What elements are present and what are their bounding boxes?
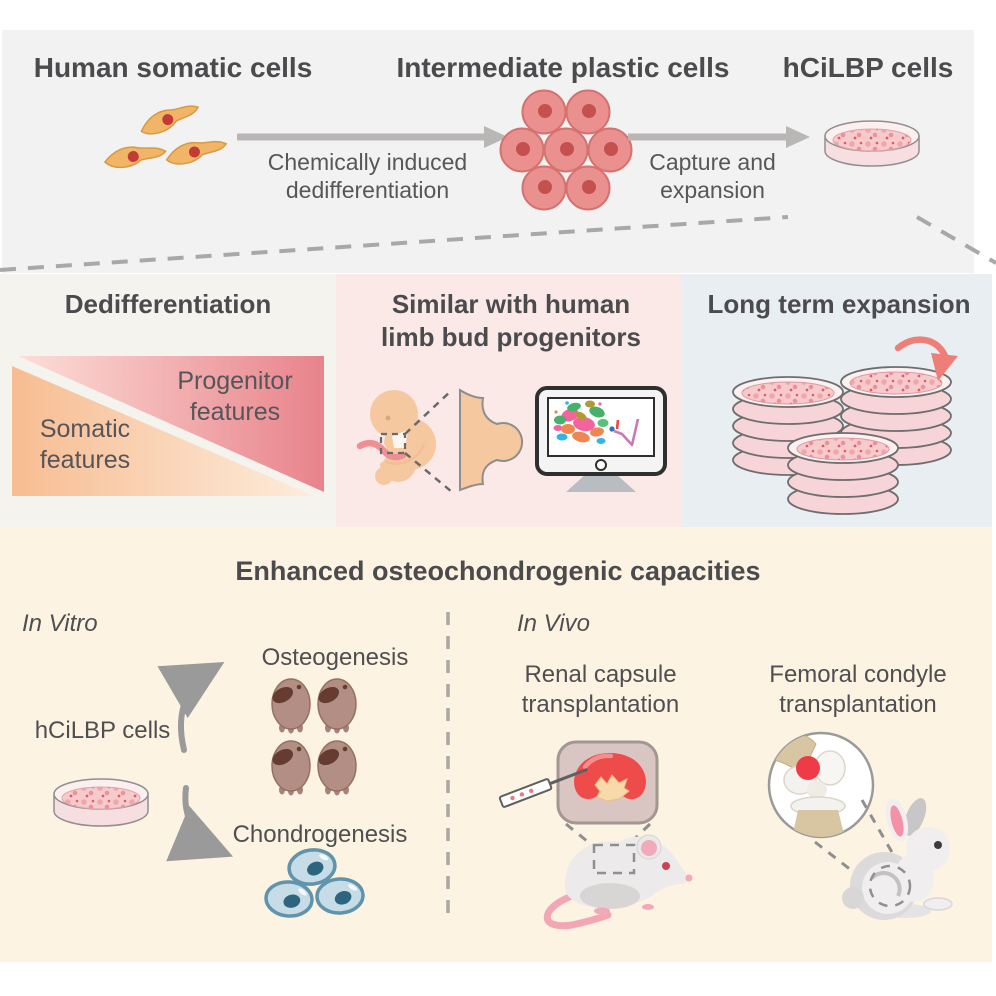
progenitor-features-label: Progenitor features [177, 367, 293, 426]
expansion-title: Long term expansion [707, 289, 971, 319]
heading-human-somatic-cells: Human somatic cells [33, 52, 313, 83]
chondrogenesis-label: Chondrogenesis [232, 821, 408, 848]
in-vivo-label: In Vivo [517, 610, 590, 637]
osteochondrogenic-title: Enhanced osteochondrogenic capacities [235, 556, 761, 586]
somatic-features-label: Somatic features [39, 415, 131, 474]
arrow1-label: Chemically induced dedifferentiation [267, 149, 468, 203]
renal-capsule-label: Renal capsule transplantation [521, 661, 680, 718]
heading-intermediate-plastic-cells: Intermediate plastic cells [396, 52, 730, 83]
in-vitro-label: In Vitro [22, 610, 98, 637]
heading-hcilbp-cells: hCiLBP cells [782, 52, 954, 83]
hcilbp-cells-label: hCiLBP cells [34, 717, 171, 744]
dedifferentiation-title: Dedifferentiation [64, 289, 272, 319]
limb-bud-title: Similar with human limb bud progenitors [381, 289, 641, 352]
osteogenesis-label: Osteogenesis [261, 644, 409, 671]
femoral-condyle-label: Femoral condyle transplantation [769, 661, 947, 718]
arrow2-label: Capture and expansion [649, 149, 776, 203]
